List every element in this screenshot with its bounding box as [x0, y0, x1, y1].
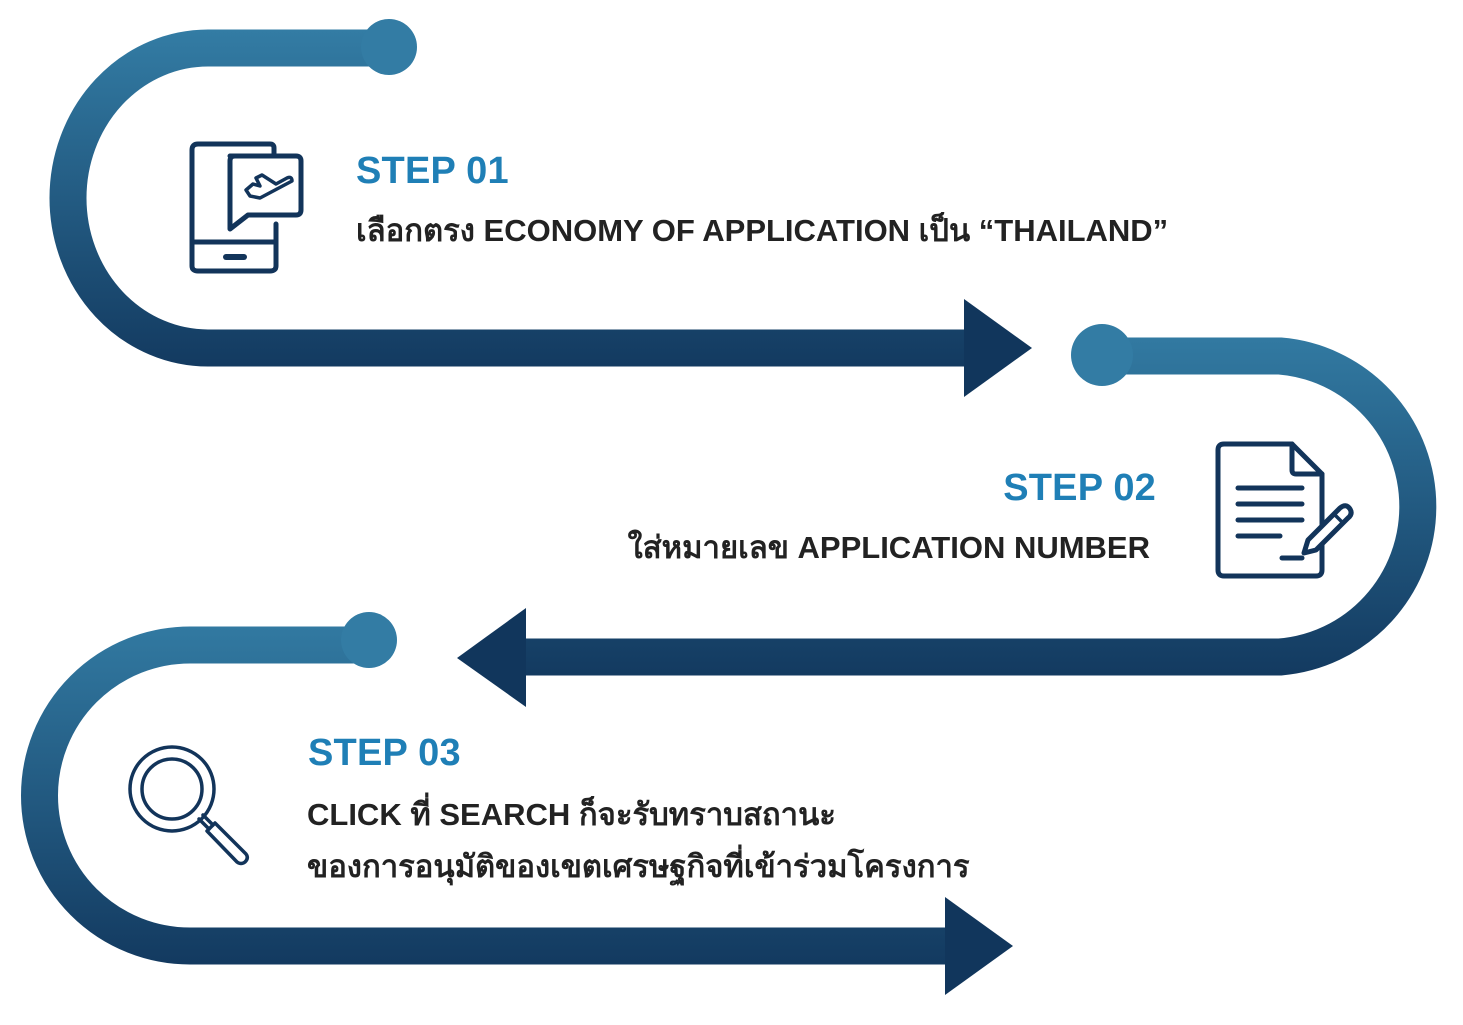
step-2-path-curve	[515, 337, 1437, 676]
magnifying-glass-icon	[126, 745, 254, 869]
step-1-description: เลือกตรง ECONOMY OF APPLICATION เป็น “TH…	[356, 213, 1169, 248]
step-2-description: ใส่หมายเลข APPLICATION NUMBER	[627, 530, 1150, 565]
step-3-start-dot	[341, 612, 397, 668]
step-1-path-curve	[49, 29, 975, 367]
document-pen-icon	[1212, 440, 1357, 582]
step-3-path-curve	[21, 626, 955, 965]
step-3-title: STEP 03	[308, 732, 461, 774]
step-1-title: STEP 01	[356, 150, 509, 192]
step-1-start-dot	[361, 19, 417, 75]
step-2-title: STEP 02	[1003, 467, 1156, 509]
step-3-description-line-2: ของการอนุมัติของเขตเศรษฐกิจที่เข้าร่วมโค…	[307, 849, 970, 884]
step-1-path	[49, 19, 1032, 397]
step-3-arrow-head	[945, 897, 1013, 995]
step-3-path	[21, 612, 1013, 995]
step-1-arrow-head	[964, 299, 1032, 397]
step-3-description-line-1: CLICK ที่ SEARCH ก็จะรับทราบสถานะ	[307, 797, 836, 832]
step-2-start-dot	[1071, 324, 1133, 386]
mobile-flight-message-icon	[188, 140, 306, 275]
step-2-arrow-head	[457, 608, 526, 707]
step-2-path	[457, 324, 1437, 707]
